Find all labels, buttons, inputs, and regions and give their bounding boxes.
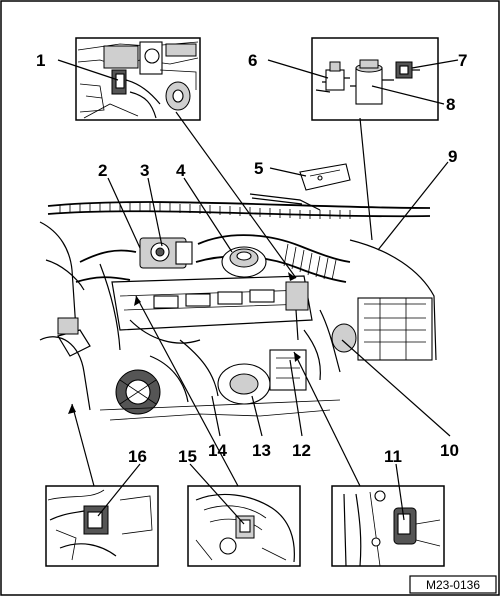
callout-6: 6 xyxy=(248,51,257,70)
inset-detail-6-7-8 xyxy=(311,37,439,121)
callout-4: 4 xyxy=(176,161,186,180)
callout-labels: 1 2 3 4 5 6 7 8 9 10 11 12 13 14 15 16 xyxy=(36,51,467,466)
callout-14: 14 xyxy=(208,441,227,460)
callout-16: 16 xyxy=(128,447,147,466)
callout-2: 2 xyxy=(98,161,107,180)
callout-5: 5 xyxy=(254,159,263,178)
callout-3: 3 xyxy=(140,161,149,180)
callout-12: 12 xyxy=(292,441,311,460)
figure-reference-text: M23-0136 xyxy=(426,578,480,592)
callout-9: 9 xyxy=(448,147,457,166)
inset-detail-1 xyxy=(75,37,201,121)
callout-1: 1 xyxy=(36,51,45,70)
callout-10: 10 xyxy=(440,441,459,460)
callout-13: 13 xyxy=(252,441,271,460)
callout-8: 8 xyxy=(446,95,455,114)
callout-11: 11 xyxy=(384,447,402,466)
callout-7: 7 xyxy=(458,51,467,70)
intake-hose-ribs xyxy=(283,243,337,281)
inset-detail-11 xyxy=(331,485,445,567)
inset-detail-15 xyxy=(187,485,301,567)
inset-detail-16 xyxy=(45,485,159,567)
scuttle-seal-ribs xyxy=(59,202,351,219)
callout-15: 15 xyxy=(178,447,197,466)
figure-reference: M23-0136 xyxy=(409,575,497,594)
leader-lines xyxy=(57,59,459,525)
engine-bay-illustration xyxy=(39,163,437,421)
